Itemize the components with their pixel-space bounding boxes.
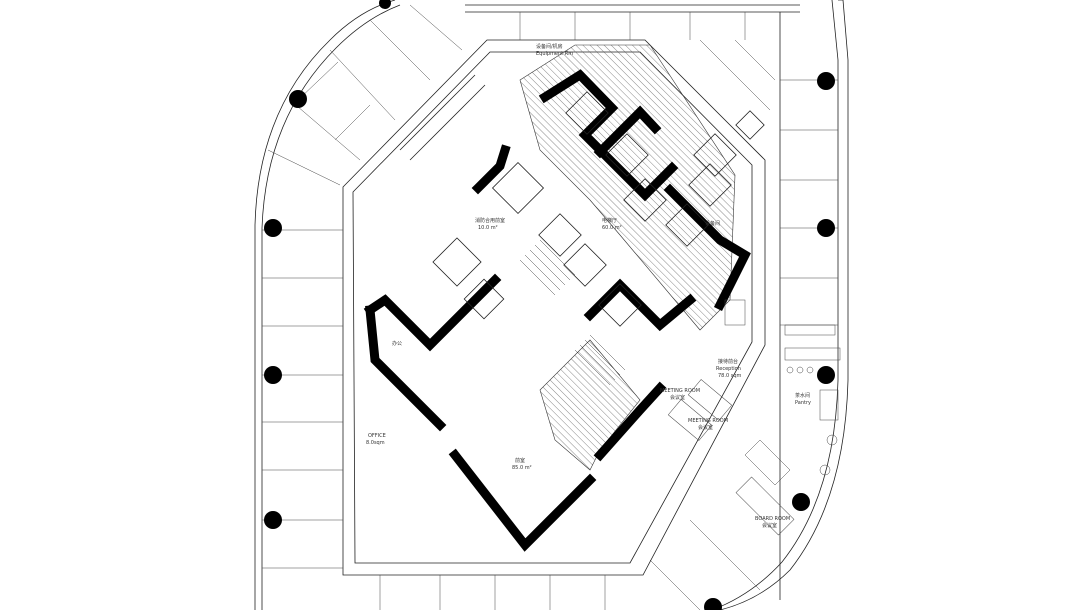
column [792, 493, 810, 511]
column [817, 219, 835, 237]
perimeter-partitions-left [262, 4, 463, 569]
meeting-table-2 [667, 399, 713, 441]
label-right-room: 设备间 [705, 220, 720, 227]
stairs [519, 239, 626, 386]
column [704, 598, 722, 610]
label-office-left-area: 8.0sqm [366, 440, 385, 446]
label-left-room: 办公 [392, 340, 402, 347]
label-pantry-sub: Pantry [795, 400, 811, 406]
core-rooms [432, 91, 765, 327]
column [289, 90, 307, 108]
meeting-table-1 [687, 379, 733, 421]
label-bottom-lobby: 前室 [515, 457, 525, 464]
perimeter-partitions-bottom [379, 519, 761, 610]
label-meeting-1: MEETING ROOM [660, 388, 700, 394]
column [264, 511, 282, 529]
label-reception-sub: Reception [716, 366, 741, 372]
label-upper-left-lobby-area: 10.0 m² [478, 225, 498, 231]
core-walls [363, 69, 751, 552]
label-top-room-sub: Equipment Rm [536, 51, 573, 57]
board-table [735, 476, 795, 536]
column [817, 72, 835, 90]
column [264, 366, 282, 384]
label-meeting-1-sub: 会议室 [670, 394, 685, 401]
lobby-hatch [519, 44, 736, 471]
label-boardroom: BOARD ROOM [755, 516, 790, 522]
reception-desk [784, 347, 841, 361]
label-meeting-2-sub: 会议室 [698, 424, 713, 431]
label-lobby: 电梯厅 [602, 217, 617, 224]
label-top-room: 设备间/机房 [536, 43, 563, 50]
label-upper-left-lobby: 消防合用前室 [475, 217, 505, 224]
label-reception-area: 78.0 sqm [718, 373, 742, 379]
label-reception: 接待前台 [718, 358, 738, 365]
column [264, 219, 282, 237]
label-boardroom-sub: 会议室 [762, 522, 777, 529]
furniture-right [667, 299, 841, 536]
label-office-left: OFFICE [368, 433, 386, 439]
column [379, 0, 391, 9]
column [817, 366, 835, 384]
label-lobby-area: 60.0 m² [602, 225, 622, 231]
label-meeting-2: MEETING ROOM [688, 418, 728, 424]
structural-columns [264, 0, 835, 610]
room-labels: 设备间/机房 Equipment Rm 电梯厅 60.0 m² 消防合用前室 1… [366, 43, 811, 529]
building-envelope [254, 0, 849, 610]
label-bottom-lobby-area: 85.0 m² [512, 465, 532, 471]
pantry-table [819, 389, 839, 421]
core-corridor [342, 39, 766, 576]
perimeter-partitions-top [519, 12, 746, 40]
label-pantry: 茶水间 [795, 392, 810, 399]
